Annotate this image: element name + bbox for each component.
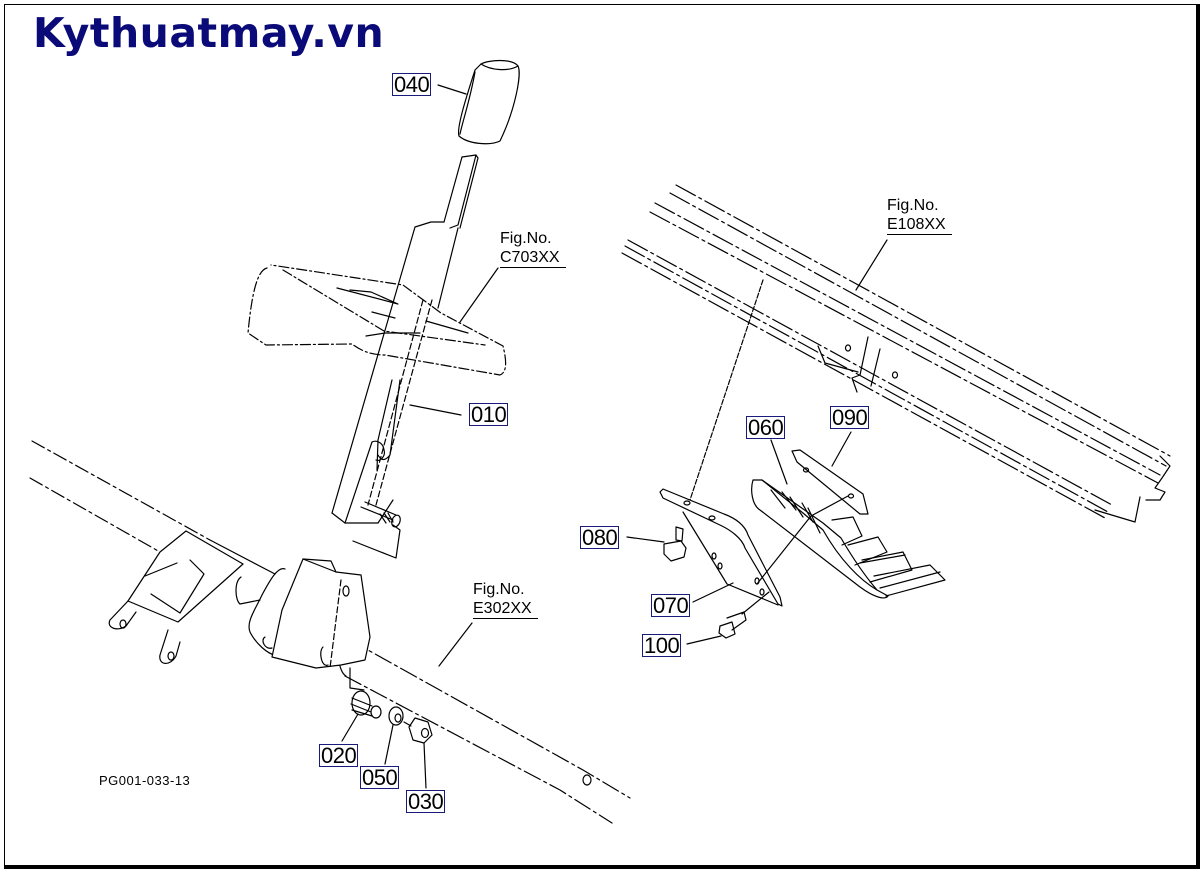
c703-leader [459, 267, 499, 323]
fig-ref-code: E108XX [887, 215, 952, 235]
e302-leader [438, 622, 473, 667]
guide-plate-060-shape [751, 479, 889, 599]
bolt-axis-060 [756, 515, 812, 585]
rail-bracket-shape [817, 336, 899, 393]
console-panel-shape [247, 264, 507, 376]
bolt-axis-080 [689, 279, 764, 501]
nut-axis [403, 721, 412, 727]
e108-leader [855, 239, 888, 291]
spring-shape [349, 667, 382, 719]
callout-100[interactable]: 100 [642, 633, 682, 658]
console-detail-shape [336, 287, 469, 337]
fig-ref-label: Fig.No. [500, 230, 552, 247]
main-shaft-shape [29, 440, 631, 824]
grip-knob-shape [457, 59, 520, 145]
leader-010 [409, 404, 462, 416]
leader-030 [423, 742, 427, 789]
bracket-hinge-shape [108, 530, 261, 664]
fig-ref-label: Fig.No. [887, 197, 939, 214]
callout-060[interactable]: 060 [746, 415, 786, 440]
callout-050[interactable]: 050 [360, 765, 400, 790]
fig-ref-label: Fig.No. [473, 581, 525, 598]
callout-080[interactable]: 080 [580, 525, 620, 550]
callout-010[interactable]: 010 [469, 402, 509, 427]
callout-020[interactable]: 020 [319, 743, 359, 768]
callout-030[interactable]: 030 [406, 789, 446, 814]
fig-ref-e108xx[interactable]: Fig.No. E108XX [887, 196, 952, 235]
leader-020 [341, 713, 359, 742]
finger-tines-shape [831, 516, 946, 597]
leader-050 [384, 724, 394, 765]
bolt-100-shape [718, 611, 747, 639]
callout-070[interactable]: 070 [651, 593, 691, 618]
plate-090-shape [791, 449, 869, 515]
lever-pin-shape [352, 501, 401, 559]
rail-shape [621, 184, 1171, 519]
leader-090 [831, 431, 852, 467]
site-title: Kythuatmay.vn [33, 9, 385, 57]
leader-060 [770, 439, 788, 485]
lever-shape [331, 154, 479, 524]
callout-040[interactable]: 040 [392, 72, 432, 97]
drawing-frame [4, 4, 1200, 869]
washer-shape [388, 706, 404, 726]
pivot-bracket-shape [248, 558, 371, 669]
bolt-axis-100 [741, 591, 770, 615]
bolt-axis-090 [810, 495, 849, 517]
leader-080 [626, 536, 665, 543]
leader-070 [692, 582, 734, 603]
rail-end-shape [1094, 455, 1171, 523]
leader-100 [686, 635, 722, 645]
bolt-080-shape [663, 526, 687, 562]
callout-090[interactable]: 090 [830, 405, 870, 430]
fig-ref-code: E302XX [473, 599, 538, 619]
nut-shape [408, 717, 433, 744]
fig-ref-code: C703XX [500, 248, 566, 268]
drawing-reference-code: PG001-033-13 [99, 773, 191, 788]
fig-ref-c703xx[interactable]: Fig.No. C703XX [500, 229, 566, 268]
leader-040 [437, 84, 467, 95]
fig-ref-e302xx[interactable]: Fig.No. E302XX [473, 580, 538, 619]
